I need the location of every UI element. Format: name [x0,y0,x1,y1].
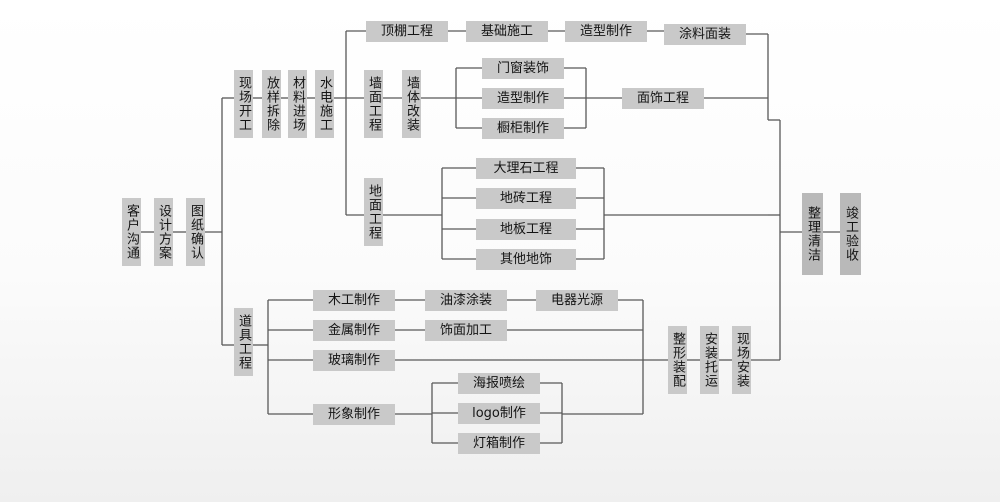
node-image-making: 形象制作 [313,404,395,425]
node-shape-making-wall: 造型制作 [482,88,564,109]
node-glass-work: 玻璃制作 [313,350,395,371]
node-floor-works: 地面工程 [364,178,383,246]
node-woodwork: 木工制作 [313,290,395,311]
node-door-window-decor: 门窗装饰 [482,58,564,79]
node-material-arrival: 材料进场 [288,70,307,138]
node-site-start: 现场开工 [234,70,253,138]
node-client-communication: 客户沟通 [122,198,141,266]
node-lightbox-making: 灯箱制作 [458,433,540,454]
node-cabinet-making: 橱柜制作 [482,118,564,139]
node-shape-making-top: 造型制作 [565,21,647,42]
node-completion-acceptance: 竣工验收 [840,193,861,275]
node-poster-printing: 海报喷绘 [458,373,540,394]
node-wall-modification: 墙体改装 [402,70,421,138]
node-surface-finish: 面饰工程 [622,88,704,109]
node-logo-making: logo制作 [458,403,540,424]
node-veneer-processing: 饰面加工 [425,320,507,341]
node-wood-floor-works: 地板工程 [476,219,576,240]
node-paint-coating: 油漆涂装 [425,290,507,311]
node-assembly: 整形装配 [668,326,687,394]
node-coating-finish: 涂料面装 [664,24,746,45]
node-tile-works: 地砖工程 [476,188,576,209]
node-marble-works: 大理石工程 [476,158,576,179]
node-ceiling-works: 顶棚工程 [366,21,448,42]
node-design-plan: 设计方案 [154,198,173,266]
node-cleanup: 整理清洁 [802,193,823,275]
node-layout-demolition: 放样拆除 [262,70,281,138]
node-foundation-works: 基础施工 [466,21,548,42]
node-electrical-lighting: 电器光源 [536,290,618,311]
node-plumbing-electrical: 水电施工 [315,70,334,138]
node-drawing-confirmation: 图纸确认 [186,198,205,266]
node-props-works: 道具工程 [234,308,253,376]
node-wall-works: 墙面工程 [364,70,383,138]
node-onsite-install: 现场安装 [732,326,751,394]
node-install-transport: 安装托运 [700,326,719,394]
node-other-flooring: 其他地饰 [476,249,576,270]
node-metal-work: 金属制作 [313,320,395,341]
